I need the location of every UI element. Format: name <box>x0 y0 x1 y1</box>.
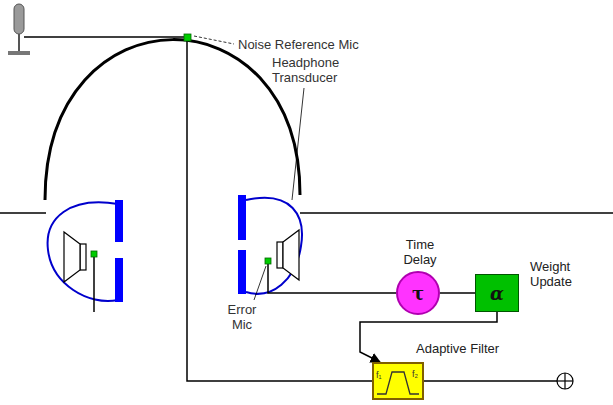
delay-symbol: τ <box>412 286 424 301</box>
delay-circle: Time Delayτ <box>396 271 440 315</box>
error-mic-dot <box>265 258 271 264</box>
leader-line <box>292 88 304 200</box>
step-size-symbol: α <box>490 286 504 301</box>
block-heading: Time Delay <box>388 237 452 267</box>
left-wire <box>0 212 46 214</box>
weight-update-box: αWeight Update <box>475 274 519 312</box>
error-wire <box>268 263 396 293</box>
leader-line <box>194 36 234 44</box>
reference-mic-dot <box>184 34 191 41</box>
part-label: Error Mic <box>224 302 260 332</box>
part-label: Noise Reference Mic <box>238 37 359 52</box>
mic-wire <box>24 36 187 38</box>
summing-junction <box>557 373 573 389</box>
bandpass-symbol <box>374 364 422 398</box>
block-heading: Adaptive Filter <box>416 341 499 356</box>
left-earcup <box>48 200 123 312</box>
signal-connector <box>440 292 475 294</box>
right-earcup <box>238 195 302 294</box>
leader-line <box>254 266 266 300</box>
reference-mic-icon <box>8 4 30 55</box>
part-label: Headphone Transducer <box>272 55 352 85</box>
reference-wire <box>187 41 372 381</box>
adaptive-filter-box: Adaptive Filter <box>372 362 424 400</box>
right-wire <box>300 212 613 214</box>
headband <box>45 40 300 200</box>
block-heading: Weight Update <box>530 259 590 289</box>
filter-output-wire <box>424 380 557 382</box>
